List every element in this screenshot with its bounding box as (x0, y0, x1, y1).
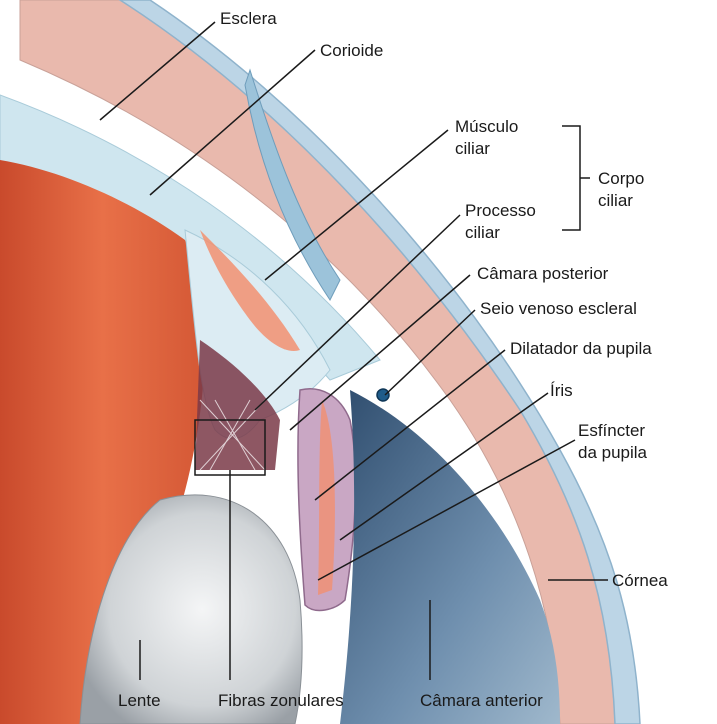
label-lente: Lente (118, 690, 161, 712)
label-camara-posterior: Câmara posterior (477, 263, 608, 285)
label-camara-anterior: Câmara anterior (420, 690, 543, 712)
label-iris: Íris (550, 380, 573, 402)
label-cornea: Córnea (612, 570, 668, 592)
label-esfincter: Esfíncter da pupila (578, 420, 647, 464)
label-dilatador: Dilatador da pupila (510, 338, 652, 360)
label-processo-ciliar: Processo ciliar (465, 200, 536, 244)
label-corioide: Corioide (320, 40, 383, 62)
corpo-ciliar-bracket (562, 126, 590, 230)
label-corpo-ciliar: Corpo ciliar (598, 168, 644, 212)
scleral-venous-sinus-shape (377, 389, 389, 401)
label-esclera: Esclera (220, 8, 277, 30)
label-musculo-ciliar: Músculo ciliar (455, 116, 518, 160)
label-seio-venoso: Seio venoso escleral (480, 298, 637, 320)
label-fibras: Fibras zonulares (218, 690, 344, 712)
